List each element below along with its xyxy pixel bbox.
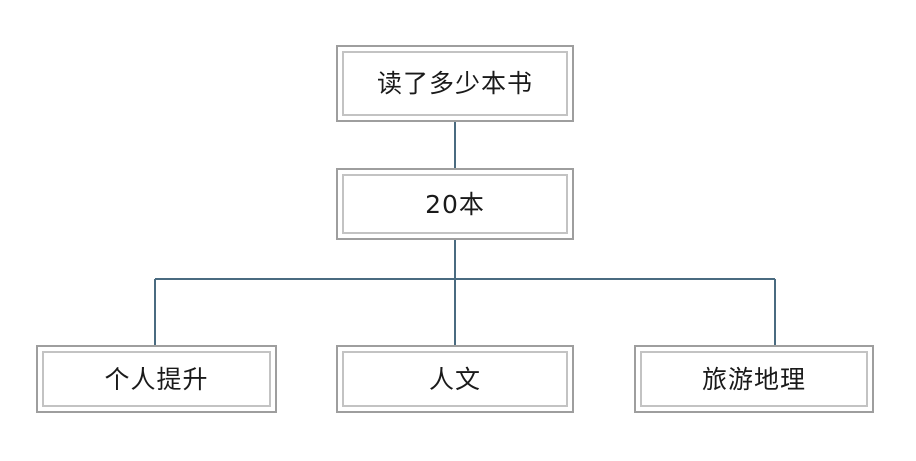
node-child-personal-growth-inner: 个人提升	[42, 351, 271, 407]
node-root-inner: 读了多少本书	[342, 51, 568, 116]
node-root[interactable]: 读了多少本书	[336, 45, 574, 122]
node-child-humanities[interactable]: 人文	[336, 345, 574, 413]
node-count-inner: 20本	[342, 174, 568, 234]
node-child-personal-growth[interactable]: 个人提升	[36, 345, 277, 413]
node-count[interactable]: 20本	[336, 168, 574, 240]
node-root-label: 读了多少本书	[376, 69, 533, 98]
node-child-humanities-inner: 人文	[342, 351, 568, 407]
node-count-label: 20本	[425, 189, 485, 219]
node-child-travel-geography-label: 旅游地理	[701, 364, 806, 394]
node-child-travel-geography-inner: 旅游地理	[640, 351, 868, 407]
node-child-humanities-label: 人文	[428, 364, 481, 394]
node-child-travel-geography[interactable]: 旅游地理	[634, 345, 874, 413]
node-child-personal-growth-label: 个人提升	[104, 364, 209, 394]
